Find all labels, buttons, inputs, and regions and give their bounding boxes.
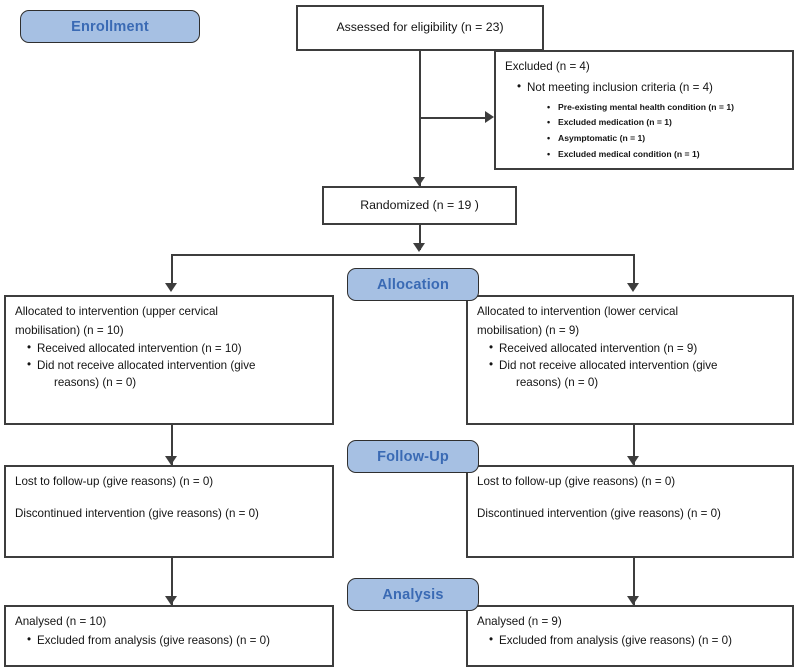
analysis-right-analysed: Analysed (n = 9) [477,615,562,628]
arrowhead-split-left [165,283,177,292]
list-item: Asymptomatic (n = 1) [547,130,783,147]
followup-left-lost: Lost to follow-up (give reasons) (n = 0) [15,475,214,488]
connector-alloc-right-to-followup [633,425,635,465]
list-item: Excluded medical condition (n = 1) [547,146,783,163]
spacer [477,493,783,506]
allocation-right-not-received-line1: Did not receive allocated intervention (… [499,359,718,373]
connector-split-left-drop [171,254,173,287]
allocation-left-list: Received allocated intervention (n = 10)… [15,340,323,392]
allocation-left-not-received-line1: Did not receive allocated intervention (… [37,359,256,373]
arrowhead-assessed-to-excluded [485,111,494,123]
excluded-reason-list: Not meeting inclusion criteria (n = 4) P… [505,79,783,164]
list-item: Did not receive allocated intervention (… [27,357,323,392]
allocation-right-not-received-line2: reasons) (n = 0) [516,376,599,390]
analysis-right-list: Excluded from analysis (give reasons) (n… [477,632,783,650]
connector-alloc-left-to-followup [171,425,173,465]
list-item: Excluded medication (n = 1) [547,114,783,131]
allocation-right-list: Received allocated intervention (n = 9) … [477,340,783,392]
connector-allocation-split-bar [171,254,635,256]
excluded-detail-2: Asymptomatic (n = 1) [558,133,646,144]
list-item: Excluded from analysis (give reasons) (n… [27,632,323,650]
excluded-detail-1: Excluded medication (n = 1) [558,117,672,128]
arrowhead-alloc-right-to-followup [627,456,639,465]
box-randomized: Randomized (n = 19 ) [322,186,517,225]
excluded-detail-0: Pre-existing mental health condition (n … [558,101,734,112]
box-allocation-left: Allocated to intervention (upper cervica… [4,295,334,425]
arrowhead-followup-left-to-analysis [165,596,177,605]
allocation-right-title-line1: Allocated to intervention (lower cervica… [477,305,679,318]
analysis-left-analysed: Analysed (n = 10) [15,615,107,628]
list-item: Did not receive allocated intervention (… [489,357,783,392]
stage-label-followup: Follow-Up [347,440,479,473]
analysis-right-excluded: Excluded from analysis (give reasons) (n… [499,633,732,647]
allocation-left-received: Received allocated intervention (n = 10) [37,341,242,355]
arrowhead-followup-right-to-analysis [627,596,639,605]
assessed-text: Assessed for eligibility (n = 23) [336,20,504,35]
spacer [15,493,323,506]
excluded-title: Excluded (n = 4) [505,60,590,73]
allocation-right-title-line2: mobilisation) (n = 9) [477,323,580,337]
list-item: Not meeting inclusion criteria (n = 4) P… [517,79,783,164]
connector-randomized-down [419,225,421,250]
randomized-text: Randomized (n = 19 ) [360,197,479,212]
connector-followup-right-to-analysis [633,558,635,605]
arrowhead-assessed-to-randomized [413,177,425,186]
list-item: Received allocated intervention (n = 10) [27,340,323,358]
box-allocation-right: Allocated to intervention (lower cervica… [466,295,794,425]
allocation-left-not-received-line2: reasons) (n = 0) [54,376,137,390]
stage-label-analysis-text: Analysis [382,586,444,603]
followup-left-discontinued: Discontinued intervention (give reasons)… [15,506,259,520]
box-excluded: Excluded (n = 4) Not meeting inclusion c… [494,50,794,170]
arrowhead-alloc-left-to-followup [165,456,177,465]
analysis-left-excluded: Excluded from analysis (give reasons) (n… [37,633,270,647]
box-followup-right: Lost to follow-up (give reasons) (n = 0)… [466,465,794,558]
followup-right-lost: Lost to follow-up (give reasons) (n = 0) [477,475,676,488]
box-assessed-for-eligibility: Assessed for eligibility (n = 23) [296,5,544,51]
stage-label-enrollment-text: Enrollment [71,18,149,35]
allocation-left-title-line2: mobilisation) (n = 10) [15,323,124,337]
excluded-detail-list: Pre-existing mental health condition (n … [527,99,783,164]
excluded-detail-3: Excluded medical condition (n = 1) [558,149,700,160]
connector-split-right-drop [633,254,635,287]
box-analysis-right: Analysed (n = 9) Excluded from analysis … [466,605,794,667]
list-item: Excluded from analysis (give reasons) (n… [489,632,783,650]
allocation-left-title-line1: Allocated to intervention (upper cervica… [15,305,218,318]
stage-label-allocation: Allocation [347,268,479,301]
list-item: Pre-existing mental health condition (n … [547,99,783,116]
stage-label-allocation-text: Allocation [376,276,450,293]
list-item: Received allocated intervention (n = 9) [489,340,783,358]
box-analysis-left: Analysed (n = 10) Excluded from analysis… [4,605,334,667]
connector-followup-left-to-analysis [171,558,173,605]
followup-right-discontinued: Discontinued intervention (give reasons)… [477,506,721,520]
excluded-reason-text: Not meeting inclusion criteria (n = 4) [527,80,713,94]
arrowhead-split-right [627,283,639,292]
stage-label-analysis: Analysis [347,578,479,611]
arrowhead-randomized-down [413,243,425,252]
connector-assessed-to-excluded [419,117,486,119]
analysis-left-list: Excluded from analysis (give reasons) (n… [15,632,323,650]
allocation-right-received: Received allocated intervention (n = 9) [499,341,698,355]
stage-label-followup-text: Follow-Up [377,448,449,465]
box-followup-left: Lost to follow-up (give reasons) (n = 0)… [4,465,334,558]
stage-label-enrollment: Enrollment [20,10,200,43]
